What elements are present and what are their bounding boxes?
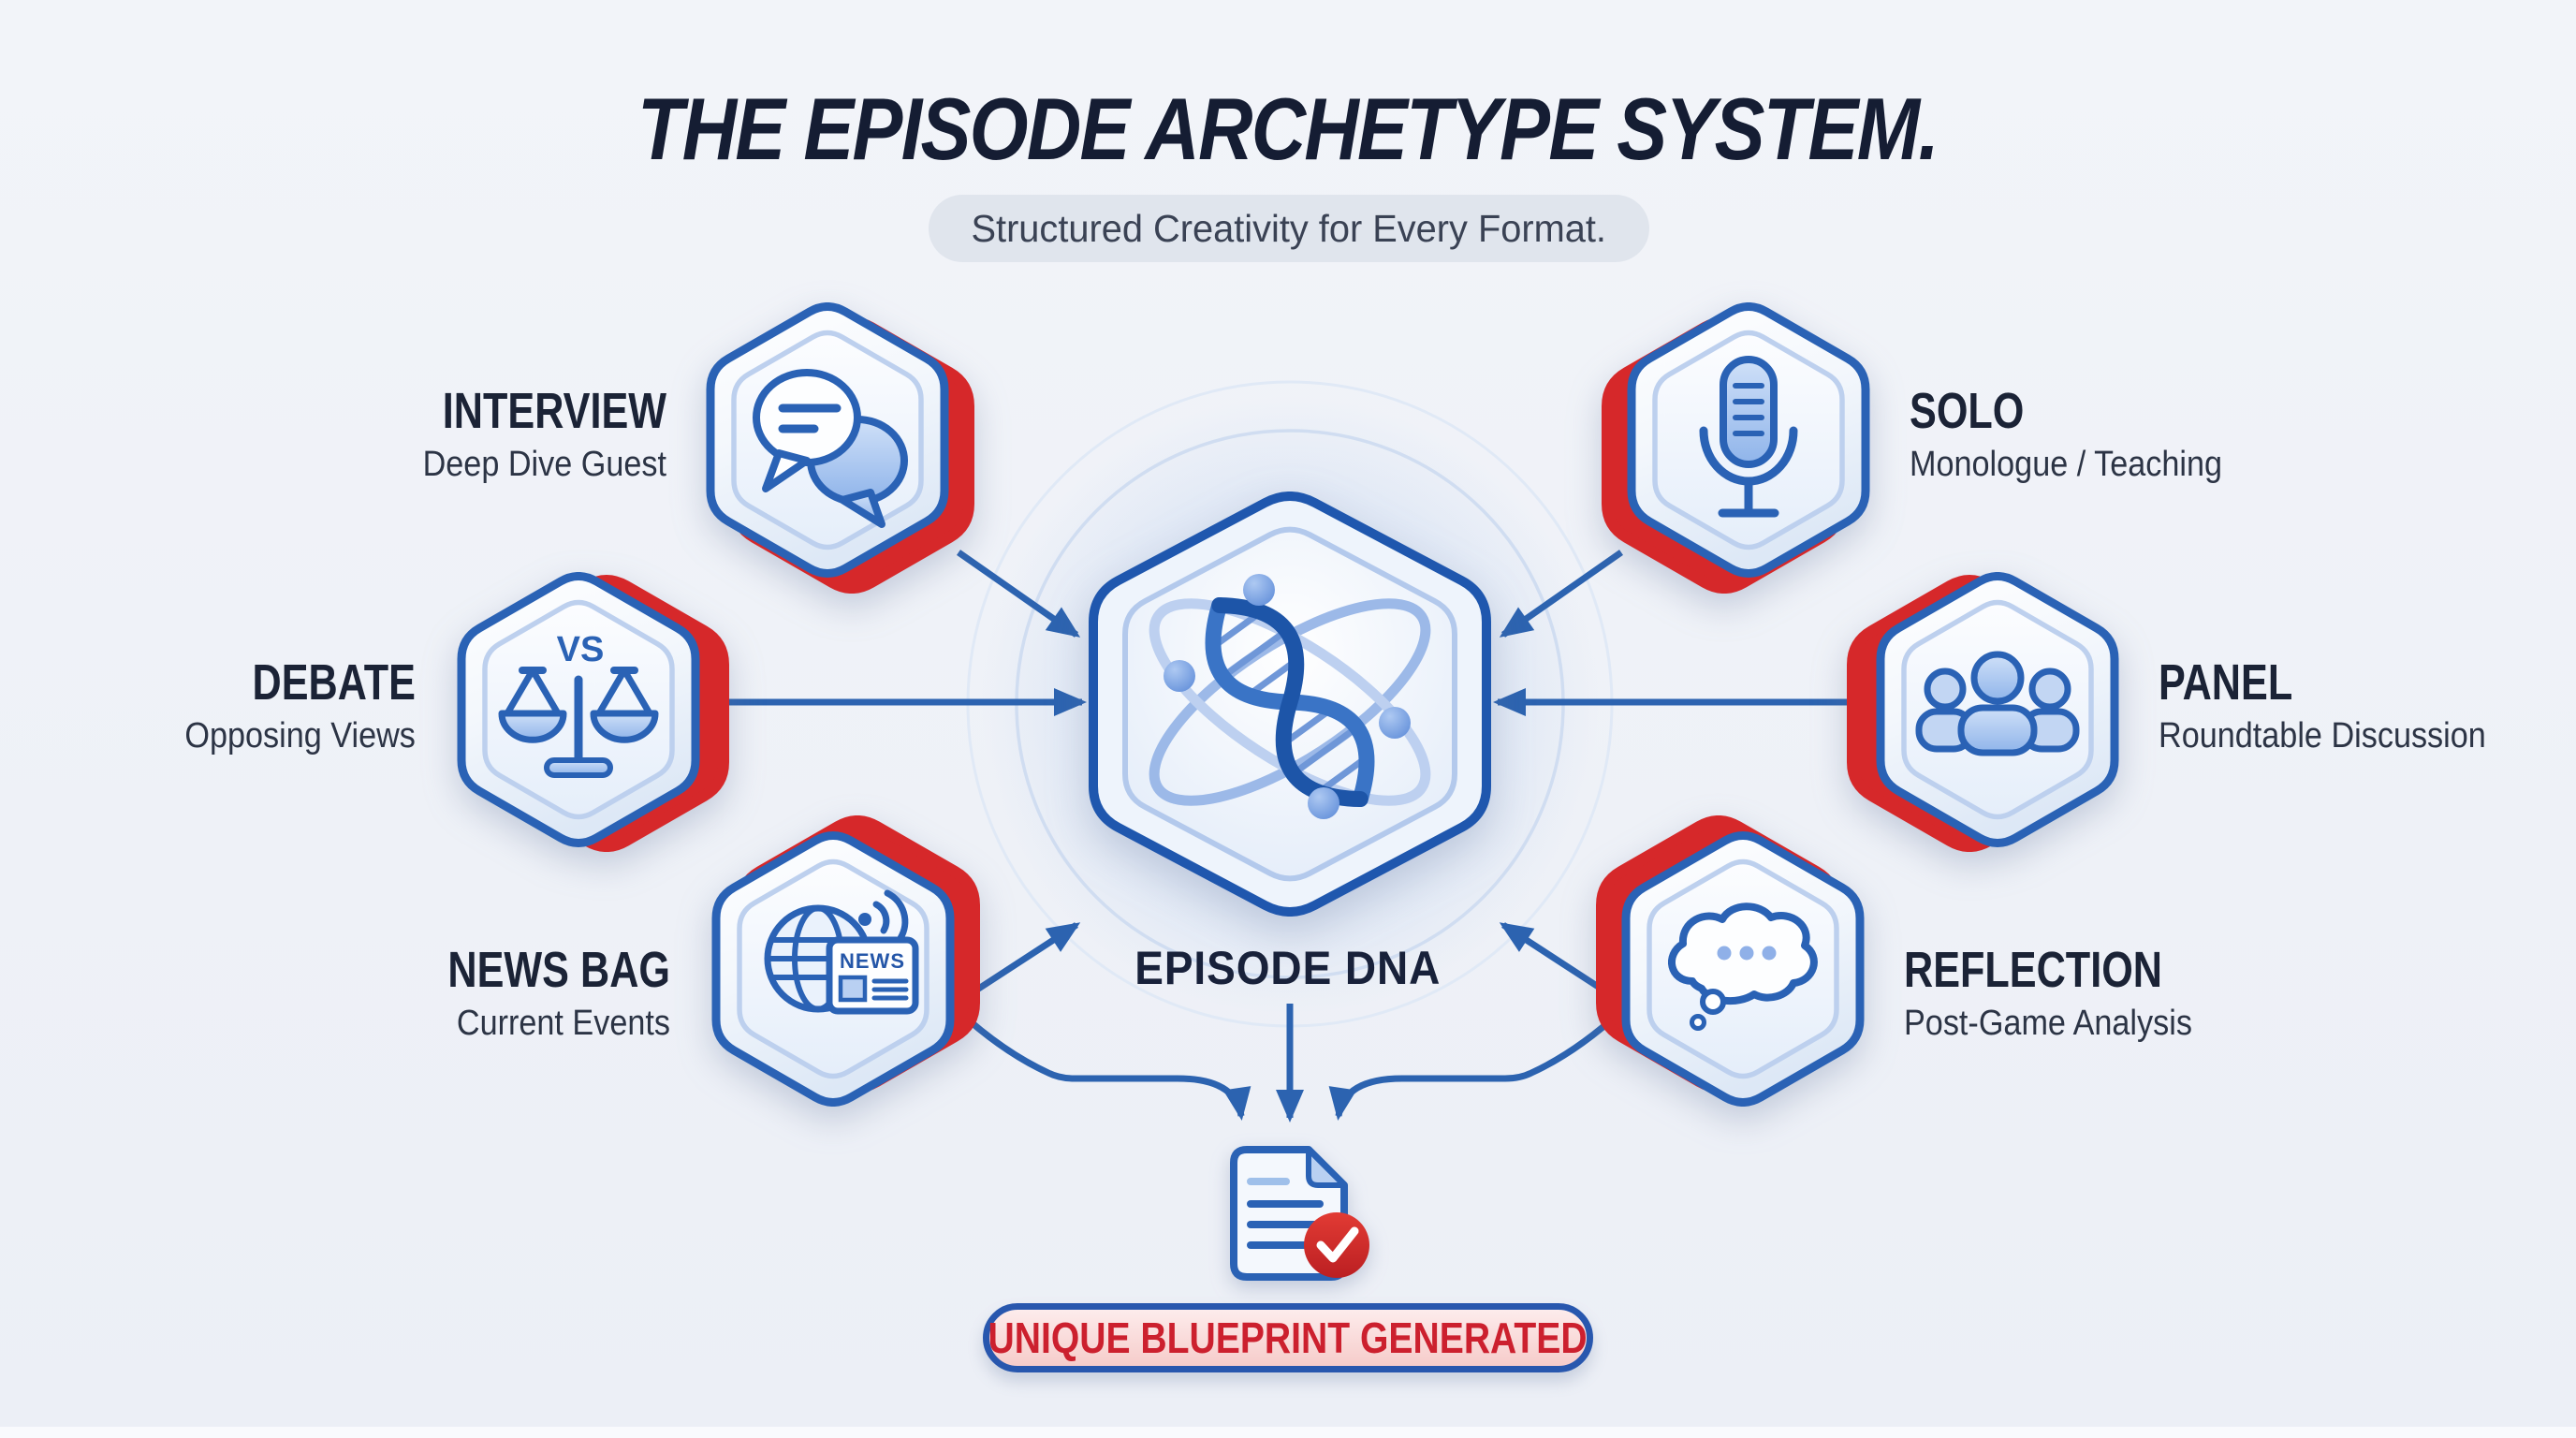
arrow-solo-to-center: [1499, 550, 1624, 638]
output-connectors: [956, 1004, 1624, 1123]
document-fold: [1306, 1147, 1347, 1188]
archetype-description: Roundtable Discussion: [2159, 716, 2486, 756]
archetype-name: REFLECTION: [1904, 942, 2162, 998]
subtitle-pill: Structured Creativity for Every Format.: [929, 195, 1649, 262]
archetype-description: Opposing Views: [184, 716, 416, 756]
hexagon-debate: VS: [457, 572, 729, 852]
microphone-icon: [1699, 356, 1798, 518]
bottom-strip: [0, 1427, 2576, 1438]
hexagon-interview: [706, 302, 974, 594]
blueprint-badge-text: UNIQUE BLUEPRINT GENERATED: [988, 1313, 1588, 1362]
vs-text: VS: [557, 630, 605, 669]
archetype-description: Monologue / Teaching: [1910, 445, 2223, 484]
label-reflection: REFLECTION Post-Game Analysis: [1904, 943, 2227, 1044]
hexagon-panel: [1847, 572, 2119, 852]
news-masthead-text: NEWS: [840, 949, 905, 973]
connector-right-to-document: [1328, 1008, 1624, 1121]
balance-scale-icon: VS: [498, 630, 659, 778]
label-interview: INTERVIEW Deep Dive Guest: [387, 384, 666, 485]
archetype-name: PANEL: [2159, 654, 2293, 711]
label-panel: PANEL Roundtable Discussion: [2159, 655, 2523, 756]
hexagon-newsbag: NEWS: [711, 815, 980, 1107]
archetype-name: NEWS BAG: [447, 942, 670, 998]
subtitle-text: Structured Creativity for Every Format.: [971, 206, 1607, 250]
label-debate: DEBATE Opposing Views: [159, 655, 416, 756]
archetype-name: DEBATE: [252, 654, 416, 711]
check-mark: [1316, 1226, 1359, 1263]
thought-bubble-icon: [1668, 902, 1818, 1031]
archetype-description: Post-Game Analysis: [1904, 1004, 2192, 1043]
archetype-description: Deep Dive Guest: [422, 445, 666, 484]
archetype-description: Current Events: [456, 1004, 670, 1043]
episode-dna-label: EPISODE DNA: [1134, 942, 1442, 994]
label-newsbag: NEWS BAG Current Events: [392, 943, 670, 1044]
archetype-name: SOLO: [1910, 383, 2025, 439]
label-solo: SOLO Monologue / Teaching: [1910, 384, 2257, 485]
electrons: [1164, 574, 1411, 819]
archetype-name: INTERVIEW: [442, 383, 666, 439]
hexagon-solo: [1602, 302, 1870, 594]
people-group-icon: [1915, 651, 2080, 756]
input-arrows: [717, 550, 1863, 1005]
document-check-icon: [1230, 1146, 1369, 1281]
globe-news-icon: NEWS: [764, 889, 919, 1015]
arrow-interview-to-center: [956, 550, 1081, 638]
page-title: THE EPISODE ARCHETYPE SYSTEM.: [637, 80, 1939, 178]
dna-helix: [1205, 596, 1375, 808]
hexagon-reflection: [1596, 815, 1865, 1107]
chat-bubbles-icon: [753, 369, 908, 528]
connector-left-to-document: [956, 1008, 1251, 1121]
hexagon-episode-dna: [1089, 492, 1491, 917]
atom-dna-icon: [1149, 574, 1431, 819]
check-badge: [1304, 1212, 1369, 1278]
blueprint-badge: UNIQUE BLUEPRINT GENERATED: [983, 1303, 1593, 1372]
